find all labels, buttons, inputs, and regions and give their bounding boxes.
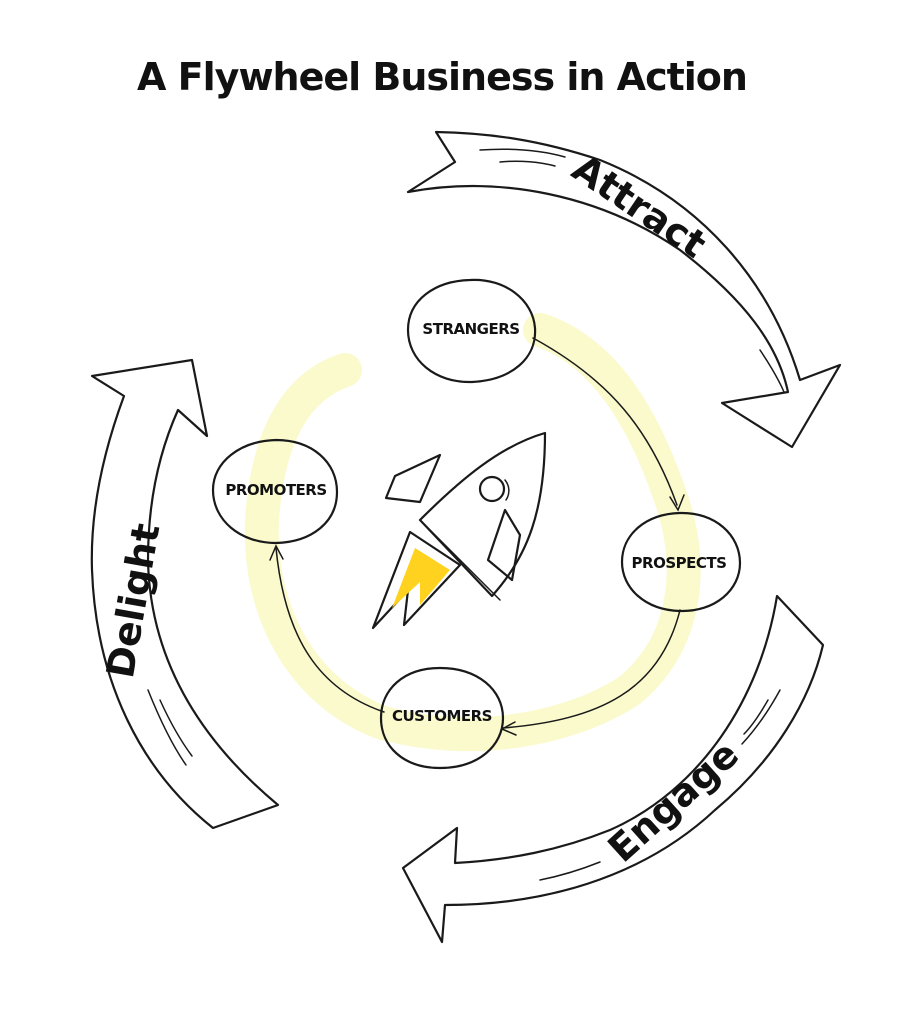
delight-label: Delight <box>98 520 168 681</box>
stage-promoters: PROMOTERS <box>211 438 339 545</box>
stage-customers: CUSTOMERS <box>379 666 505 770</box>
page-title: A Flywheel Business in Action <box>137 55 747 99</box>
attract-label: Attract <box>564 146 714 267</box>
stage-connectors <box>269 337 685 736</box>
flywheel-loop <box>244 313 701 752</box>
stage-label-promoters: PROMOTERS <box>225 481 326 499</box>
stage-strangers: STRANGERS <box>406 278 537 384</box>
engage-arrow: Engage <box>401 594 825 944</box>
rocket-icon <box>371 431 547 630</box>
delight-arrow: Delight <box>90 358 280 830</box>
stage-prospects: PROSPECTS <box>620 511 742 613</box>
stage-label-prospects: PROSPECTS <box>632 554 727 572</box>
stage-label-customers: CUSTOMERS <box>392 707 492 725</box>
stage-label-strangers: STRANGERS <box>422 320 519 338</box>
